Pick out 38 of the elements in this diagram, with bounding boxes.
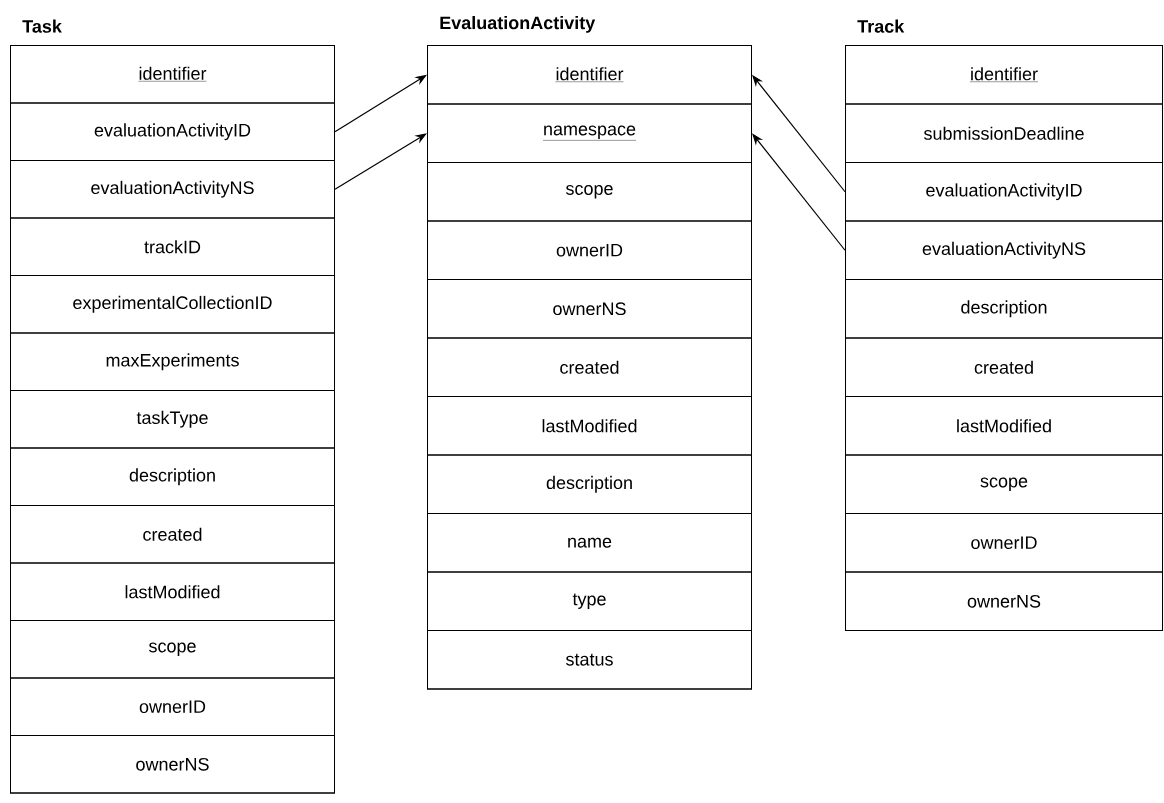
table-row: ownerNS xyxy=(10,735,335,794)
table-row: scope xyxy=(845,454,1163,514)
table-row: ownerID xyxy=(10,677,335,736)
table-row: description xyxy=(845,279,1163,339)
table-row: ownerID xyxy=(845,513,1163,573)
table-row: taskType xyxy=(10,390,335,449)
table-row: evaluationActivityNS xyxy=(10,160,335,219)
table-row: identifier xyxy=(845,45,1163,105)
table-row: lastModified xyxy=(845,396,1163,456)
table-row: trackID xyxy=(10,217,335,276)
table-row: created xyxy=(427,337,752,397)
table-row: evaluationActivityID xyxy=(845,162,1163,222)
table-row: created xyxy=(10,505,335,564)
table-row: evaluationActivityNS xyxy=(845,220,1163,280)
table-title: Task xyxy=(22,19,62,33)
table-row: scope xyxy=(10,620,335,679)
table-row: evaluationActivityID xyxy=(10,102,335,161)
table-row: description xyxy=(10,447,335,506)
table-row: status xyxy=(427,630,752,690)
table-row: lastModified xyxy=(427,396,752,456)
table-title: Track xyxy=(857,19,905,33)
table-row: description xyxy=(427,454,752,514)
table-row: maxExperiments xyxy=(10,332,335,391)
table-row: experimentalCollectionID xyxy=(10,275,335,334)
table-row: name xyxy=(427,513,752,573)
table-row: ownerID xyxy=(427,220,752,280)
table-row: namespace xyxy=(427,103,752,163)
table-row: type xyxy=(427,571,752,631)
table-row: created xyxy=(845,337,1163,397)
table-row: submissionDeadline xyxy=(845,103,1163,163)
table-row: identifier xyxy=(427,45,752,105)
arrow xyxy=(334,133,427,190)
table-title: EvaluationActivity xyxy=(440,16,596,33)
table-row: lastModified xyxy=(10,562,335,621)
table-row: ownerNS xyxy=(427,279,752,339)
table-row: ownerNS xyxy=(845,571,1163,631)
table-row: identifier xyxy=(10,45,335,104)
table-row: scope xyxy=(427,162,752,222)
